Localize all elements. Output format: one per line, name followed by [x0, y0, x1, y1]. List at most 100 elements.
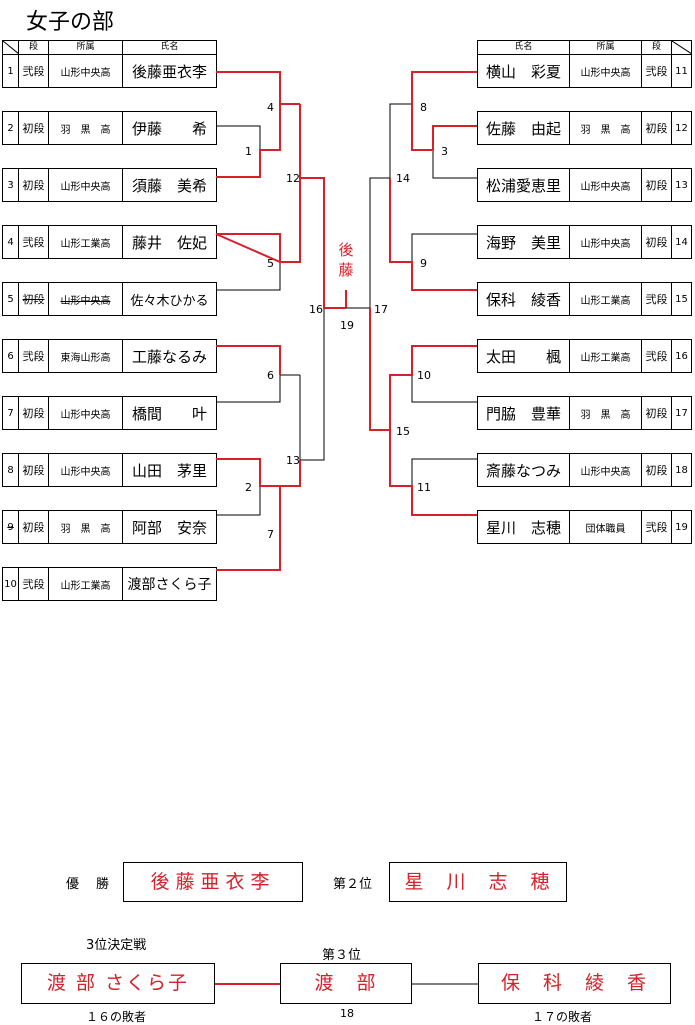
- bracket-line: [346, 177, 390, 309]
- entry-affiliation: 山形中央高: [48, 453, 123, 487]
- entry-affiliation: 羽 黒 高: [569, 396, 642, 430]
- match-number: 8: [420, 101, 427, 114]
- match-number: 7: [267, 528, 274, 541]
- bracket-line: [411, 458, 477, 486]
- winner-line: [216, 458, 281, 571]
- entry-number: 14: [671, 225, 692, 259]
- match-number: 13: [286, 454, 300, 467]
- entry-number: 12: [671, 111, 692, 145]
- winner-line: [369, 308, 477, 431]
- winner-line: [432, 125, 477, 150]
- winner-line: [280, 460, 301, 487]
- entry-name: 横山 彩夏: [477, 54, 570, 88]
- entry-affiliation: 羽 黒 高: [48, 510, 123, 544]
- match-number: 17: [374, 303, 388, 316]
- entry-number: 16: [671, 339, 692, 373]
- third-place-label: 第３位: [322, 948, 362, 963]
- bracket-line: [216, 125, 261, 150]
- entry-name: 松浦愛恵里: [477, 168, 570, 202]
- entry-affiliation: 山形中央高: [48, 168, 123, 202]
- entry-affiliation: 山形中央高: [569, 453, 642, 487]
- match-number: 12: [286, 172, 300, 185]
- entry-name: 門脇 豊華: [477, 396, 570, 430]
- bracket-line: [411, 375, 477, 403]
- match-number: 19: [340, 319, 354, 332]
- winner-line: [216, 71, 300, 105]
- bracket-line: [432, 150, 477, 179]
- entry-name: 阿部 安奈: [122, 510, 217, 544]
- match-number: 11: [417, 481, 431, 494]
- entry-affiliation: 山形中央高: [48, 54, 123, 88]
- entry-number: 15: [671, 282, 692, 316]
- entry-affiliation: 山形中央高: [569, 54, 642, 88]
- entry-rank: 初段: [641, 111, 672, 145]
- champion-label: 優 勝: [66, 877, 112, 892]
- entry-name: 後藤亜衣李: [122, 54, 217, 88]
- entry-rank: 弐段: [18, 225, 49, 259]
- match-number: 4: [267, 101, 274, 114]
- second-place-box: 星 川 志 穂: [389, 862, 567, 902]
- entry-number: 4: [2, 225, 19, 259]
- winner-line: [216, 233, 300, 263]
- entry-rank: 弐段: [18, 567, 49, 601]
- entry-name: 海野 美里: [477, 225, 570, 259]
- bracket-line: [216, 486, 261, 516]
- entry-name: 太田 楓: [477, 339, 570, 373]
- entry-affiliation: 団体職員: [569, 510, 642, 544]
- match-number: 18: [340, 1007, 354, 1020]
- third-playoff-left-box: 渡 部 さくら子: [21, 963, 215, 1004]
- page-title: 女子の部: [26, 10, 115, 35]
- entry-affiliation: 山形中央高: [48, 282, 123, 316]
- bracket-line: [299, 308, 325, 461]
- winner-line: [411, 71, 477, 151]
- entry-affiliation: 東海山形高: [48, 339, 123, 373]
- entry-rank: 弐段: [641, 339, 672, 373]
- winner-line: [389, 178, 477, 291]
- entry-name: 橋間 叶: [122, 396, 217, 430]
- match-number: 2: [245, 481, 252, 494]
- entry-rank: 初段: [641, 168, 672, 202]
- entry-number: 17: [671, 396, 692, 430]
- bracket-line: [216, 374, 300, 403]
- entry-affiliation: 山形中央高: [48, 396, 123, 430]
- entry-affiliation: 山形工業高: [569, 282, 642, 316]
- entry-name: 山田 茅里: [122, 453, 217, 487]
- entry-affiliation: 羽 黒 高: [569, 111, 642, 145]
- entry-name: 工藤なるみ: [122, 339, 217, 373]
- match-number: 16: [309, 303, 323, 316]
- entry-number: 11: [671, 54, 692, 88]
- entry-name: 須藤 美希: [122, 168, 217, 202]
- entry-rank: 初段: [18, 282, 49, 316]
- winner-line: [389, 430, 477, 516]
- match-number: 15: [396, 425, 410, 438]
- match-number: 1: [245, 145, 252, 158]
- entry-number: 13: [671, 168, 692, 202]
- third-playoff-right-box: 保 科 綾 香: [478, 963, 671, 1004]
- entry-rank: 弐段: [18, 54, 49, 88]
- match-number: 5: [267, 257, 274, 270]
- entry-name: 佐藤 由起: [477, 111, 570, 145]
- entry-number: 19: [671, 510, 692, 544]
- winner-line: [216, 104, 281, 178]
- entry-name: 佐々木ひかる: [122, 282, 217, 316]
- bracket-line: [389, 103, 412, 178]
- champion-box: 後藤亜衣李: [123, 862, 303, 902]
- entry-number: 18: [671, 453, 692, 487]
